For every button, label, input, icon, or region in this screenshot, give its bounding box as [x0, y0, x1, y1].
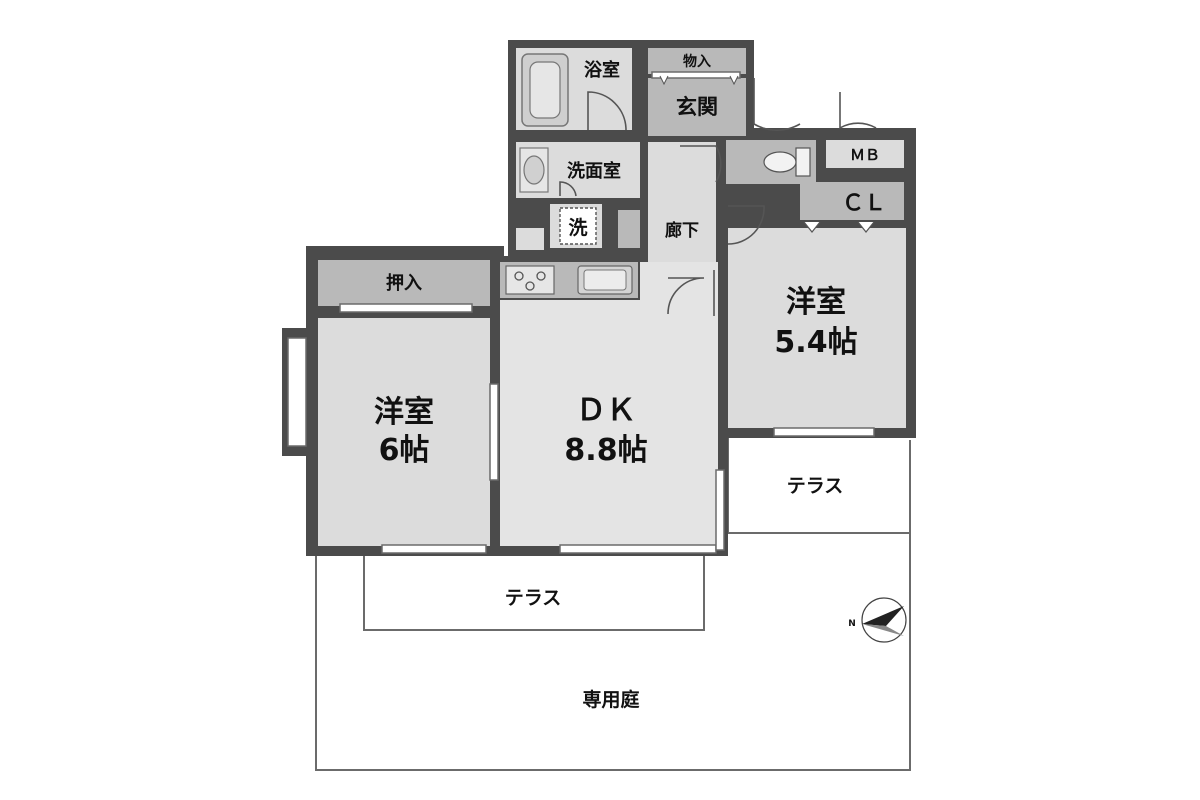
compass-icon: N: [848, 597, 907, 643]
western-left-name: 洋室: [374, 395, 434, 430]
bathtub: [521, 53, 569, 127]
bath-label: 浴室: [584, 59, 620, 81]
western-room-right-floor: [728, 228, 906, 428]
washer-box: [559, 207, 597, 245]
small-shelf: [516, 228, 544, 250]
garden-label: 専用庭: [582, 688, 639, 711]
toilet-fixture: [763, 147, 811, 177]
doors: [559, 78, 877, 316]
storage-entry-label: 物入: [683, 53, 711, 70]
corridor-label: 廊下: [665, 220, 699, 241]
bay-window: [287, 337, 307, 447]
stove: [505, 265, 555, 295]
dk-size: 8.8帖: [564, 433, 647, 468]
window-dk-bottom: [559, 544, 717, 554]
window-storage: [651, 71, 741, 79]
window-left-bottom: [381, 544, 487, 554]
mb-label: ＭＢ: [850, 146, 880, 164]
entrance-label: 玄関: [676, 95, 718, 119]
dk-notch: [640, 262, 718, 302]
oshiire-area: [318, 260, 490, 306]
western-left-size: 6帖: [379, 433, 430, 468]
window-oshiire: [339, 303, 473, 313]
washroom-label: 洗面室: [567, 160, 621, 182]
shaft: [618, 210, 640, 248]
windows: [339, 71, 875, 554]
window-dk-left: [489, 383, 499, 481]
window-dk-right: [715, 469, 725, 551]
washer-label: 洗: [568, 216, 587, 239]
terrace-bottom-label: テラス: [505, 587, 562, 609]
western-right-size: 5.4帖: [774, 325, 857, 360]
closet-area: [800, 182, 904, 220]
western-room-left-floor: [318, 318, 490, 546]
entrance-area: [648, 78, 746, 136]
labels: 浴室 物入 玄関 洗面室 洗 廊下 ＭＢ ＣＬ 押入 洋室 6帖 ＤＫ 8.8帖…: [374, 53, 886, 711]
corridor-area: [648, 142, 716, 268]
compass-label: N: [848, 619, 856, 629]
washbasin: [519, 147, 549, 193]
oshiire-label: 押入: [386, 272, 422, 294]
western-right-name: 洋室: [786, 285, 846, 320]
dk-floor: [500, 300, 718, 546]
storage-entry-area: [648, 48, 746, 74]
mb-box: [826, 140, 904, 168]
window-right-bottom: [773, 427, 875, 437]
kitchen-sink: [577, 265, 633, 295]
garden-outline: [315, 440, 911, 771]
closet-label: ＣＬ: [842, 191, 886, 216]
dk-name: ＤＫ: [576, 393, 636, 428]
terrace-right-label: テラス: [787, 475, 844, 497]
terrace-bottom-outline: [363, 553, 705, 631]
